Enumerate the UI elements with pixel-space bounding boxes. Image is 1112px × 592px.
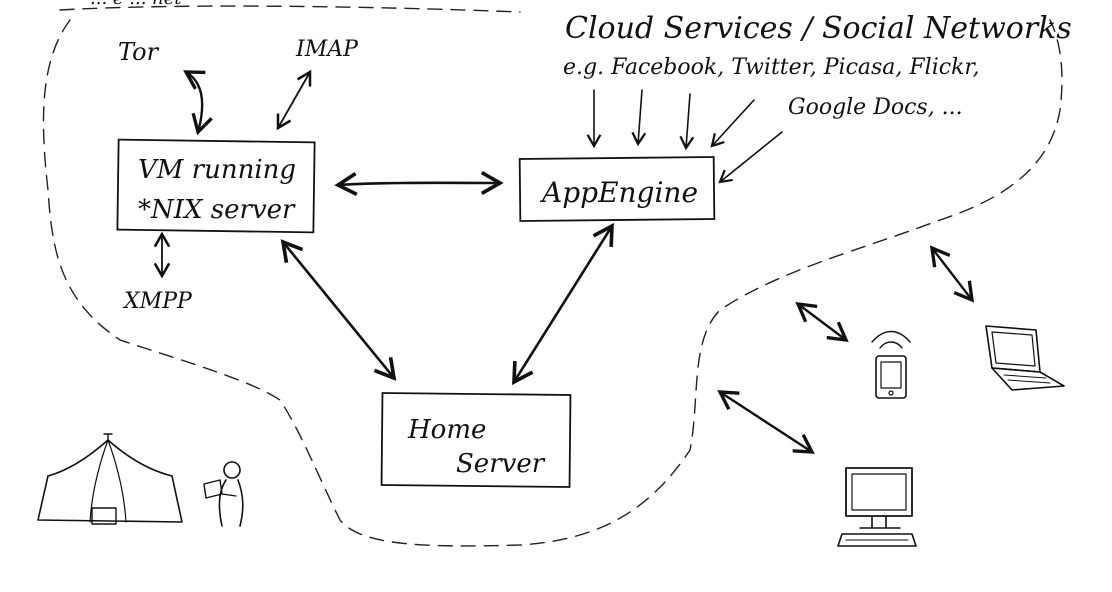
vm-box [116,138,316,234]
service-arrow-3 [679,93,695,151]
vm-label-line1: VM running [138,155,296,185]
top-fragment: ... e ... net [90,0,182,9]
laptop-icon [985,325,1065,391]
tor-vm-arrow [183,70,213,136]
cloud-examples-1: e.g. Facebook, Twitter, Picasa, Flickr, [563,55,980,80]
service-arrow-5 [718,131,783,184]
home-label-line1: Home [407,415,486,445]
tent-icon [37,433,183,525]
home-server-box [380,392,572,488]
vm-home-arrow [280,239,397,381]
cloud-title: Cloud Services / Social Networks [565,11,1072,46]
tor-label: Tor [118,38,160,66]
laptop-arrow [929,245,975,303]
appengine-home-arrow [512,222,614,386]
appengine-box [518,156,716,222]
vm-label-line2: *NIX server [138,195,296,225]
imap-vm-arrow [276,69,312,131]
cloud-boundary [42,19,1063,547]
phone-arrow [795,301,849,343]
service-arrow-4 [710,99,755,148]
desktop-arrow [717,390,815,454]
person-icon [203,461,244,527]
service-arrow-2 [631,89,647,147]
xmpp-label: XMPP [122,289,193,314]
smartphone-icon [871,330,911,399]
home-label-line2: Server [456,449,546,479]
cloud-examples-2: Google Docs, ... [788,95,963,120]
desktop-computer-icon [837,467,917,547]
imap-label: IMAP [295,37,359,62]
vm-appengine-arrow [334,171,504,196]
appengine-label: AppEngine [539,176,698,209]
